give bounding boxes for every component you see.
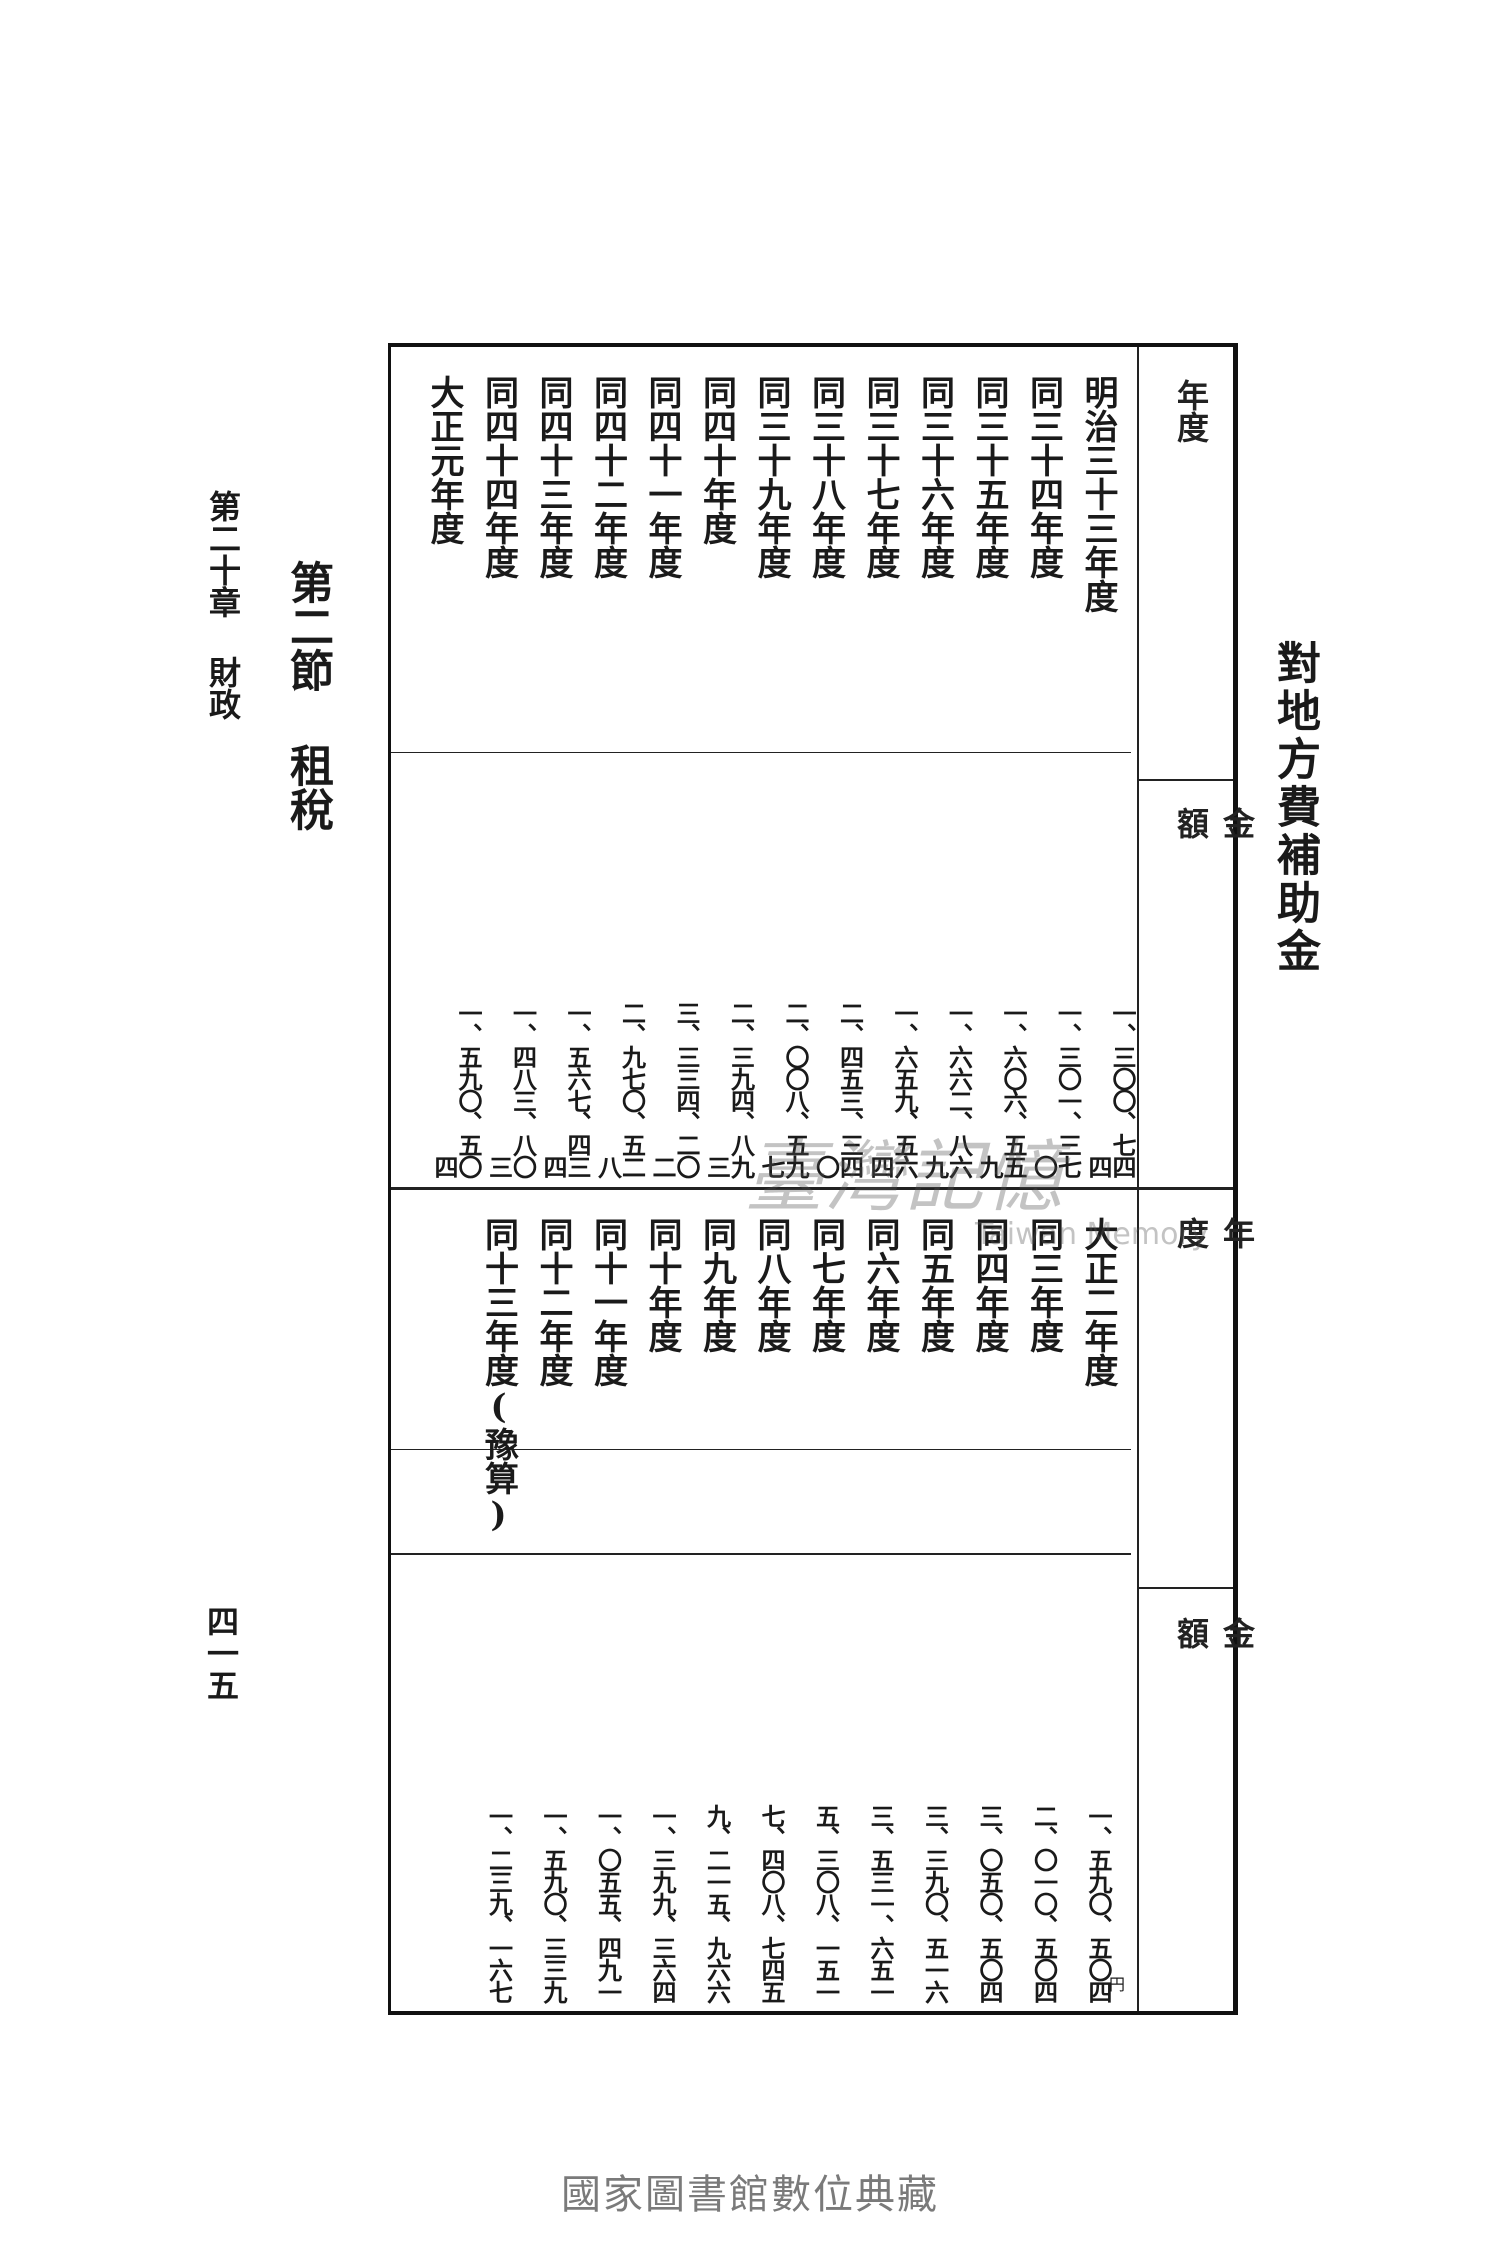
right-year-6: 同八年度 [751, 1217, 791, 1353]
section-title: 第二節 租稅 [282, 560, 333, 831]
table-title: 對地方費補助金 [1269, 640, 1320, 976]
right-left-divider-mid [391, 1553, 1131, 1555]
left-amount-10: 一、五六七、四三四 [539, 1001, 592, 1177]
left-amount-3: 一、六六二、八六九 [920, 1001, 974, 1177]
left-amount-6: 二、〇〇八、五九七 [757, 1001, 810, 1177]
right-year-5: 同七年度 [805, 1217, 846, 1353]
right-amount-9: 一、〇五五、四九一 [593, 1804, 623, 2002]
left-amount-2: 一、六〇六、五五九 [975, 1001, 1028, 1177]
page-number: 四一五 [202, 1605, 240, 1701]
right-amount-10: 一、五九〇、三三九 [539, 1804, 568, 2002]
left-year-2: 同三十五年度 [969, 375, 1009, 579]
left-year-5: 同三十八年度 [805, 375, 846, 579]
left-year-4: 同三十七年度 [860, 375, 900, 579]
left-amount-4: 一、六五九、五六四 [866, 1001, 919, 1177]
left-year-3: 同三十六年度 [914, 375, 955, 579]
amount-divider-left [391, 752, 1131, 753]
left-amount-9: 二、九七〇、五二八 [593, 1001, 647, 1177]
right-amount-3: 三、三九〇、五一六 [920, 1804, 950, 2002]
right-year-10: 同十二年度 [533, 1217, 573, 1387]
header-year-1: 年度 [1172, 379, 1210, 443]
header-column-divider [1137, 347, 1139, 2011]
left-year-1: 同三十四年度 [1023, 375, 1064, 579]
amount-unit: 円 [1109, 1975, 1125, 1994]
right-amount-1: 二、〇一〇、五〇四 [1029, 1804, 1059, 2002]
right-year-8: 同十年度 [642, 1217, 682, 1353]
right-amount-8: 一、三九九、三六四 [648, 1804, 677, 2002]
left-year-6: 同三十九年度 [751, 375, 791, 579]
left-year-12: 大正元年度 [424, 375, 464, 545]
right-year-2: 同四年度 [969, 1217, 1009, 1353]
right-amount-6: 七、四〇八、七四五 [757, 1804, 786, 2002]
right-amount-7: 九、二一五、九六六 [702, 1804, 732, 2002]
watermark-english: Taiwan Memory [975, 1217, 1209, 1252]
watermark-chinese: 臺灣記憶 [745, 1133, 1066, 1223]
right-amount-2: 三、〇五〇、五〇四 [975, 1804, 1004, 2002]
left-year-10: 同四十三年度 [533, 375, 573, 579]
left-year-11: 同四十四年度 [478, 375, 519, 579]
left-amount-0: 一、三〇〇、七四四 [1084, 1001, 1137, 1177]
right-year-0: 大正二年度 [1078, 1217, 1118, 1387]
header-divider-2 [1137, 1587, 1233, 1589]
right-year-3: 同五年度 [914, 1217, 955, 1353]
right-amount-4: 三、五三一、六五一 [866, 1804, 895, 2002]
subsidy-table: 年度 金額 年度 金額 円 明治三十三年度同三十四年度同三十五年度同三十六年度同… [388, 343, 1256, 2015]
left-year-0: 明治三十三年度 [1078, 375, 1118, 613]
right-amount-0: 一、五九〇、五〇四 [1084, 1804, 1113, 2002]
left-amount-12: 一、五九〇、五〇四 [430, 1001, 483, 1177]
right-year-7: 同九年度 [696, 1217, 737, 1353]
header-amount-1: 金額 [1172, 807, 1256, 999]
header-year-2: 年度 [1172, 1217, 1256, 1369]
right-year-11: 同十三年度(豫算) [478, 1217, 519, 1535]
right-year-4: 同六年度 [860, 1217, 900, 1353]
right-year-1: 同三年度 [1023, 1217, 1064, 1353]
chapter-title: 第二十章 財政 [204, 490, 242, 720]
right-year-9: 同十一年度 [587, 1217, 628, 1387]
left-amount-7: 二、三九四、八九三 [702, 1001, 756, 1177]
left-amount-1: 一、三〇一、三七〇 [1029, 1001, 1083, 1177]
left-amount-5: 二、四五三、三四〇 [811, 1001, 865, 1177]
right-amount-11: 一、二三九、一六七 [484, 1804, 514, 2002]
left-amount-11: 一、四八三、八〇三 [484, 1001, 538, 1177]
half-divider [391, 1187, 1233, 1190]
left-year-9: 同四十二年度 [587, 375, 628, 579]
header-divider-1 [1137, 779, 1233, 781]
header-amount-2: 金額 [1172, 1617, 1256, 1849]
left-year-8: 同四十一年度 [642, 375, 682, 579]
left-amount-8: 三、三三四、二〇二 [648, 1001, 701, 1177]
year-divider-right [391, 1449, 1131, 1450]
library-footer: 國家圖書館數位典藏 [561, 2172, 939, 2218]
left-year-7: 同四十年度 [696, 375, 737, 545]
taiwan-memory-watermark: 臺灣記憶 Taiwan Memory [745, 1115, 1209, 1252]
right-amount-5: 五、三〇八、一五一 [811, 1804, 841, 2002]
